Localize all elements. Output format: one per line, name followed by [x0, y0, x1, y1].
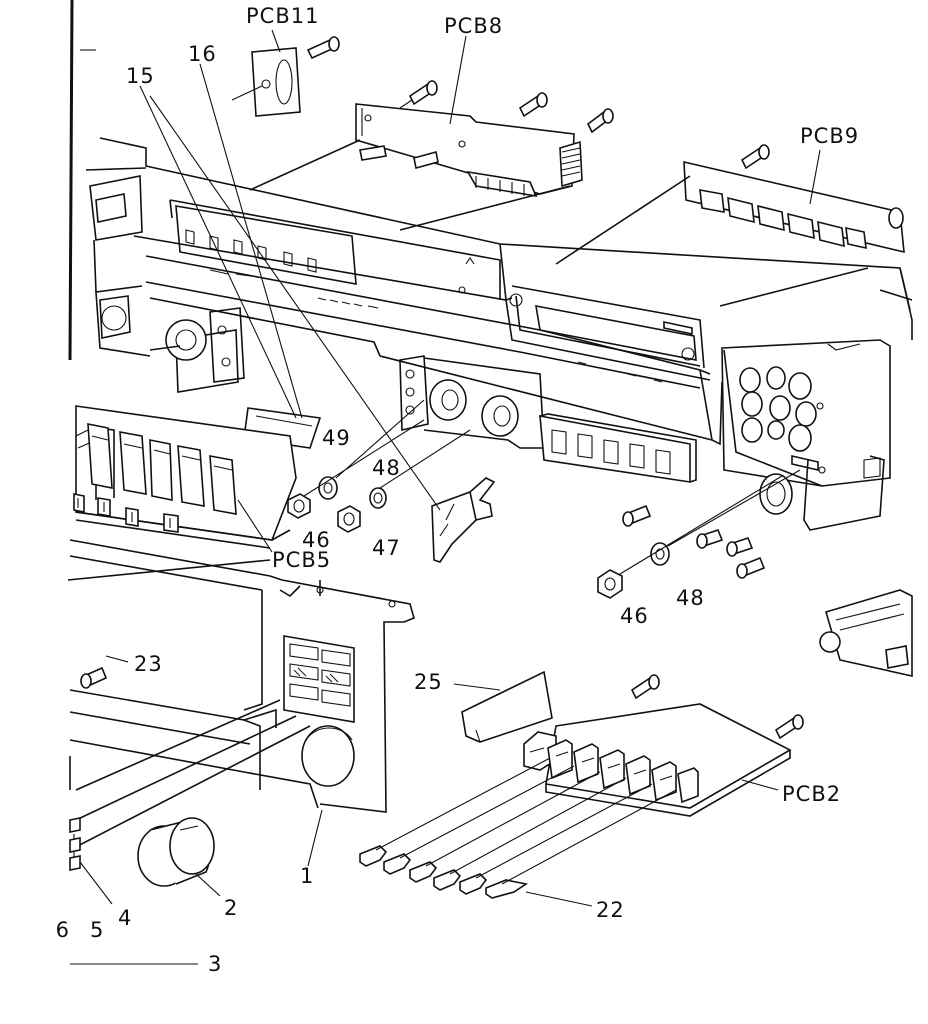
label-22: 22	[596, 898, 625, 922]
nut-47	[337, 505, 361, 533]
washer-48	[369, 487, 387, 509]
nut-46b	[597, 569, 623, 599]
front-bracket	[149, 307, 545, 449]
label-pcb8: PCB8	[444, 14, 504, 38]
label-2: 2	[224, 896, 239, 920]
levers-22	[359, 757, 677, 899]
screw	[736, 556, 766, 579]
screw	[622, 504, 652, 527]
label-49: 49	[322, 426, 351, 450]
label-47: 47	[372, 536, 401, 560]
screw	[740, 144, 770, 170]
screw	[696, 529, 724, 549]
washer-48b	[650, 542, 670, 566]
screw	[774, 714, 804, 740]
bracket-part	[431, 477, 496, 563]
label-48: 48	[372, 456, 401, 480]
screw	[518, 92, 548, 118]
screw	[586, 108, 614, 134]
label-23: 23	[134, 652, 163, 676]
label-15: 15	[126, 64, 155, 88]
right-side-panel	[721, 339, 891, 531]
label-4: 4	[118, 906, 133, 930]
left-frame-edge	[68, 0, 74, 361]
knob-2	[137, 817, 215, 887]
screw-23	[80, 666, 108, 689]
screw	[630, 674, 660, 700]
label-pcb11: PCB11	[246, 4, 320, 28]
connector-module	[819, 589, 913, 677]
small-parts-left	[69, 817, 81, 871]
pcb9-board	[683, 160, 905, 254]
label-pcb9: PCB9	[800, 124, 860, 148]
label-pcb5: PCB5	[272, 548, 332, 572]
pcb2-board	[523, 703, 792, 817]
leader-lines	[70, 29, 821, 965]
switch-block	[539, 413, 697, 483]
nut-46	[287, 493, 311, 519]
label-46-right: 46	[620, 604, 649, 628]
assembly-line	[303, 399, 801, 575]
label-5: 5	[90, 918, 105, 942]
label-3: 3	[208, 952, 223, 976]
screw	[399, 80, 438, 109]
pcb8-board	[355, 103, 583, 198]
label-1: 1	[300, 864, 315, 888]
front-panel-1	[67, 539, 415, 851]
screw	[726, 537, 754, 557]
label-6: 6	[55, 918, 70, 942]
label-46: 46	[302, 528, 331, 552]
label-16: 16	[188, 42, 217, 66]
pcb11-bracket	[231, 47, 301, 117]
pcb5-board	[73, 405, 297, 549]
main-chassis	[85, 137, 913, 446]
screw	[306, 36, 340, 60]
part-25-plate	[461, 670, 553, 743]
label-pcb2: PCB2	[782, 782, 842, 806]
label-25: 25	[414, 670, 443, 694]
label-48-right: 48	[676, 586, 705, 610]
washer-49	[318, 476, 338, 500]
